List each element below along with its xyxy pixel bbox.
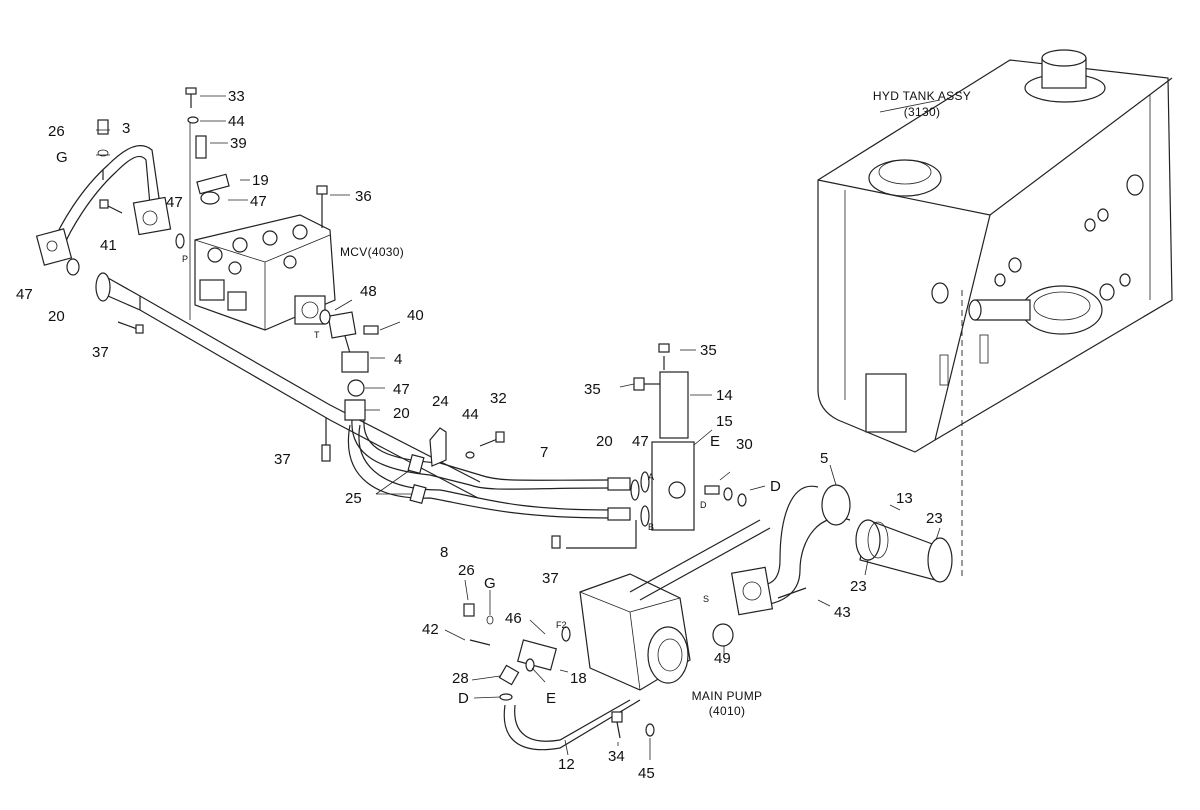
callout-d: D (458, 690, 469, 707)
callout-33: 33 (228, 88, 245, 105)
callout-7: 7 (540, 444, 548, 461)
bolt-41 (99, 199, 123, 214)
callout-d: D (770, 478, 781, 495)
callout-18: 18 (570, 670, 587, 687)
callout-14: 14 (716, 387, 733, 404)
callout-5: 5 (820, 450, 828, 467)
pump-fittings (463, 603, 655, 751)
bolt-32 (479, 431, 505, 447)
callout-20: 20 (596, 433, 613, 450)
port-s: S (703, 594, 709, 604)
callout-37: 37 (542, 570, 559, 587)
port-a: A (648, 472, 654, 482)
callout-36: 36 (355, 188, 372, 205)
port-b: B (648, 522, 654, 532)
pressure-pipe-20 (95, 272, 481, 499)
callout-25: 25 (345, 490, 362, 507)
washer-44b (465, 451, 475, 459)
port-d: D (700, 500, 707, 510)
callout-45: 45 (638, 765, 655, 782)
callout-26: 26 (458, 562, 475, 579)
callout-37: 37 (92, 344, 109, 361)
callout-20: 20 (393, 405, 410, 422)
callout-40: 40 (407, 307, 424, 324)
callout-44: 44 (228, 113, 245, 130)
suction-hose-5 (730, 484, 851, 616)
callout-44: 44 (462, 406, 479, 423)
callout-34: 34 (608, 748, 625, 765)
main-control-valve (175, 122, 336, 331)
callout-19: 19 (252, 172, 269, 189)
bolt-36 (316, 185, 328, 228)
bolt-37a (117, 321, 144, 334)
callout-e: E (546, 690, 556, 707)
callout-28: 28 (452, 670, 469, 687)
callout-47: 47 (16, 286, 33, 303)
callout-15: 15 (716, 413, 733, 430)
callout-46: 46 (505, 610, 522, 627)
bolt-39 (195, 135, 207, 159)
callout-26: 26 (48, 123, 65, 140)
callout-23: 23 (926, 510, 943, 527)
callout-47: 47 (250, 193, 267, 210)
main-pump-label: MAIN PUMP (692, 689, 763, 703)
callout-3: 3 (122, 120, 130, 137)
port-p: P (182, 254, 188, 264)
callout-23: 23 (850, 578, 867, 595)
callout-g: G (56, 149, 68, 166)
oring-47-left (66, 258, 80, 276)
callout-43: 43 (834, 604, 851, 621)
hyd-tank-code: (3130) (904, 105, 941, 119)
hyd-tank-label: HYD TANK ASSY (873, 89, 971, 103)
callout-e: E (710, 433, 720, 450)
valve-block-14-15 (551, 343, 747, 549)
callout-35: 35 (584, 381, 601, 398)
callout-37: 37 (274, 451, 291, 468)
callout-4: 4 (394, 351, 402, 368)
callout-13: 13 (896, 490, 913, 507)
callout-42: 42 (422, 621, 439, 638)
bolt-37b (321, 418, 331, 462)
hydraulic-tank (817, 49, 1173, 580)
mcv-label: MCV(4030) (340, 245, 404, 259)
bolt-33 (185, 87, 197, 108)
pipe-7-8 (347, 419, 631, 521)
callout-47: 47 (393, 381, 410, 398)
callout-41: 41 (100, 237, 117, 254)
callout-24: 24 (432, 393, 449, 410)
main-pump-code: (4010) (709, 704, 746, 718)
return-pipe-3 (35, 119, 172, 266)
leader-lines (96, 95, 941, 760)
callout-39: 39 (230, 135, 247, 152)
callout-47: 47 (632, 433, 649, 450)
washer-44a (187, 116, 199, 124)
main-pump (579, 519, 771, 691)
callout-35: 35 (700, 342, 717, 359)
callout-12: 12 (558, 756, 575, 773)
suction-pipe-13 (855, 519, 953, 583)
callout-49: 49 (714, 650, 731, 667)
callout-20: 20 (48, 308, 65, 325)
callout-30: 30 (736, 436, 753, 453)
callouts: 33 44 39 26 3 G 19 47 47 36 41 47 20 37 … (16, 88, 943, 782)
elbow-4 (319, 309, 379, 421)
callout-47: 47 (166, 194, 183, 211)
callout-48: 48 (360, 283, 377, 300)
port-t: T (314, 330, 320, 340)
callout-g: G (484, 575, 496, 592)
callout-32: 32 (490, 390, 507, 407)
port-f2: F2 (556, 620, 567, 630)
callout-8: 8 (440, 544, 448, 561)
